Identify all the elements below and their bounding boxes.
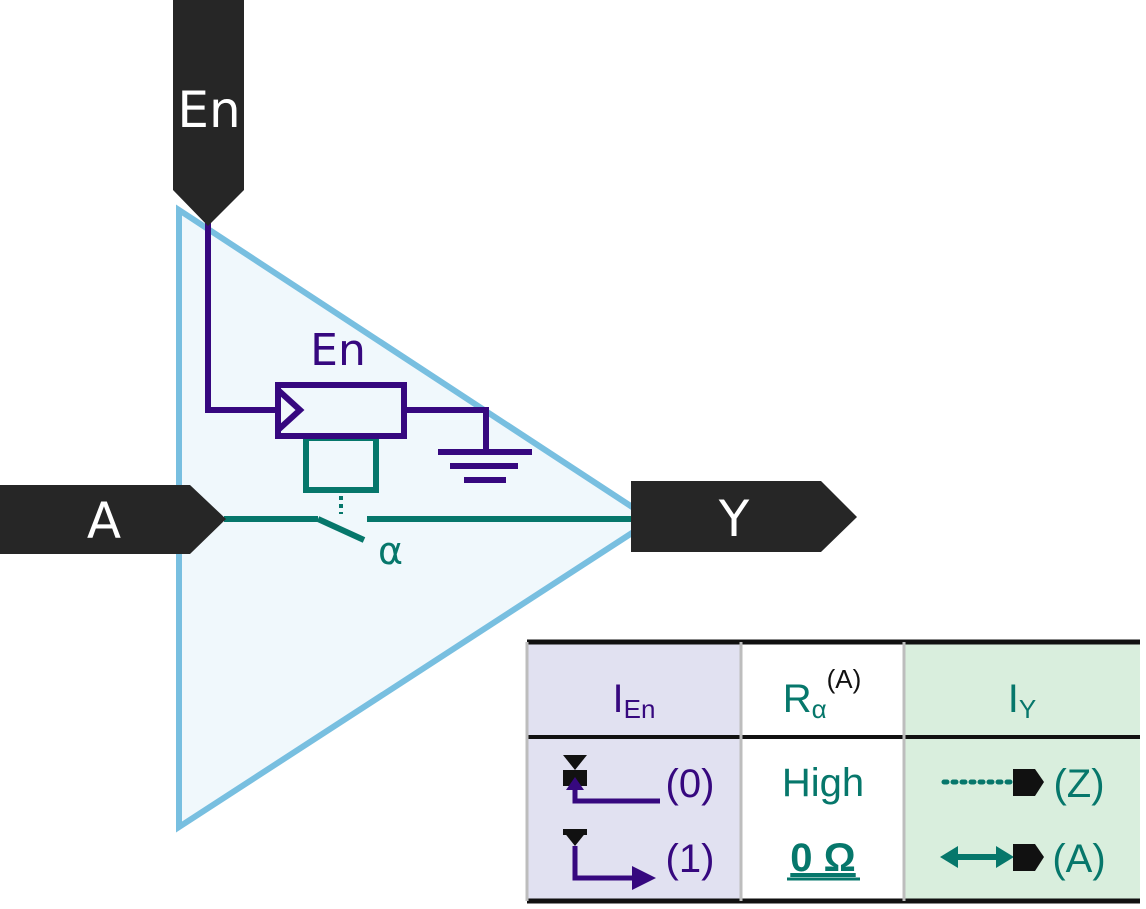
header-r: Rα(A) [783,664,862,724]
enable-path [205,218,532,483]
header-en-sub: En [624,694,656,724]
pin-a-label: A [87,492,121,550]
ground-wire [404,407,489,452]
pin-y-shape [631,481,857,552]
pin-a: A [0,485,226,554]
header-y-sub: Y [1019,694,1036,724]
y-hiz-icon [941,769,1044,796]
pin-en: En [173,0,244,226]
switch-blade [316,516,366,543]
enable-driver-clock [275,387,305,433]
pin-en-label: En [177,81,240,139]
header-r-main: R [783,677,812,721]
header-r-sup: (A) [827,664,862,694]
data-path [224,435,640,543]
pin-a-shape [0,485,226,554]
switch-label: α [378,529,403,573]
row-0-y-state: (Z) [1053,762,1104,806]
header-r-sub: α [812,694,827,724]
row-0-resistance: High [782,761,864,805]
row-1-en-state: (1) [666,837,715,881]
header-y: IY [1008,677,1036,724]
truth-table: IEn Rα(A) IY (0) High (Z) (1) 0 Ω [525,639,1140,904]
header-en: IEn [613,677,656,724]
col-en-bg [527,642,741,900]
row-1-resistance: 0 Ω [790,836,855,880]
header-en-main: I [613,677,624,721]
y-passthrough-icon [940,844,1044,871]
enable-wire [205,218,278,413]
en-rising-icon [563,829,656,890]
row-0-en-state: (0) [666,762,715,806]
pin-en-shape [173,0,244,226]
header-y-main: I [1008,677,1019,721]
en-falling-icon [563,755,660,804]
row-1-y-state: (A) [1052,837,1105,881]
pin-y: Y [631,481,857,552]
col-r-bg [741,642,904,900]
pin-y-label: Y [718,490,750,548]
enable-driver-label: En [310,325,366,376]
